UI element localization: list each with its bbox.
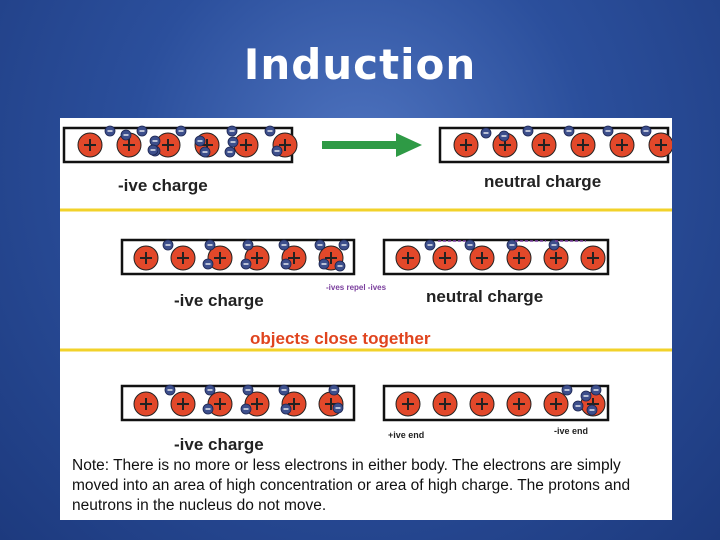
proton (506, 391, 532, 417)
repel-note: -ives repel -ives (326, 283, 387, 292)
proton (506, 245, 532, 271)
proton (469, 391, 495, 417)
electron (227, 136, 239, 148)
electron (424, 239, 436, 251)
electron (164, 384, 176, 396)
proton (170, 245, 196, 271)
electron (224, 146, 236, 158)
row2-right-bar (382, 238, 610, 276)
electron (480, 127, 492, 139)
proton (233, 132, 259, 158)
electron (242, 384, 254, 396)
electron (278, 239, 290, 251)
electron (586, 404, 598, 416)
electron (226, 125, 238, 137)
electron (136, 125, 148, 137)
electron (498, 130, 510, 142)
electron (332, 402, 344, 414)
electron (104, 125, 116, 137)
proton (432, 391, 458, 417)
proton (395, 391, 421, 417)
electron (278, 384, 290, 396)
row2-left-label: -ive charge (174, 291, 264, 310)
proton (395, 245, 421, 271)
proton (609, 132, 635, 158)
proton (133, 245, 159, 271)
proton (453, 132, 479, 158)
electron (204, 239, 216, 251)
electron (199, 146, 211, 158)
electron (149, 135, 161, 147)
electron (506, 239, 518, 251)
proton (170, 391, 196, 417)
explanation-note: Note: There is no more or less electrons… (72, 457, 631, 514)
proton (432, 245, 458, 271)
proton (543, 391, 569, 417)
electron (338, 239, 350, 251)
electron (162, 239, 174, 251)
electron (120, 129, 132, 141)
induction-diagram: -ive charge neutral charge -ive charge -… (60, 118, 672, 520)
proton (469, 245, 495, 271)
electron (204, 384, 216, 396)
electron (194, 135, 206, 147)
electron (572, 400, 584, 412)
electron (318, 258, 330, 270)
electron (464, 239, 476, 251)
electron (580, 390, 592, 402)
electron (240, 403, 252, 415)
proton (77, 132, 103, 158)
negative-end-label: -ive end (554, 426, 589, 436)
objects-close-label: objects close together (250, 329, 431, 348)
electron (563, 125, 575, 137)
electron (202, 258, 214, 270)
electron (590, 384, 602, 396)
electron (640, 125, 652, 137)
electron (242, 239, 254, 251)
row3-left-bar (120, 384, 356, 422)
electron (240, 258, 252, 270)
row3-left-label: -ive charge (174, 435, 264, 454)
electron (522, 125, 534, 137)
row1-left-label: -ive charge (118, 176, 208, 195)
row3-right-bar (382, 384, 610, 422)
proton (531, 132, 557, 158)
proton (207, 245, 233, 271)
arrow-head (396, 133, 422, 157)
electron (271, 145, 283, 157)
electron (328, 384, 340, 396)
electron (280, 258, 292, 270)
row1-right-label: neutral charge (484, 172, 602, 191)
proton (133, 391, 159, 417)
electron (334, 260, 346, 272)
electron (561, 384, 573, 396)
proton (543, 245, 569, 271)
proton (580, 245, 606, 271)
electron (264, 125, 276, 137)
electron (175, 125, 187, 137)
proton (570, 132, 596, 158)
row2-right-label: neutral charge (426, 287, 544, 306)
slide-title: Induction (243, 40, 477, 89)
diagram-canvas (60, 125, 672, 422)
electron (314, 239, 326, 251)
proton (648, 132, 672, 158)
proton (207, 391, 233, 417)
electron (147, 144, 159, 156)
electron (548, 239, 560, 251)
electron (202, 403, 214, 415)
electron (602, 125, 614, 137)
electron (280, 403, 292, 415)
positive-end-label: +ive end (388, 430, 425, 440)
